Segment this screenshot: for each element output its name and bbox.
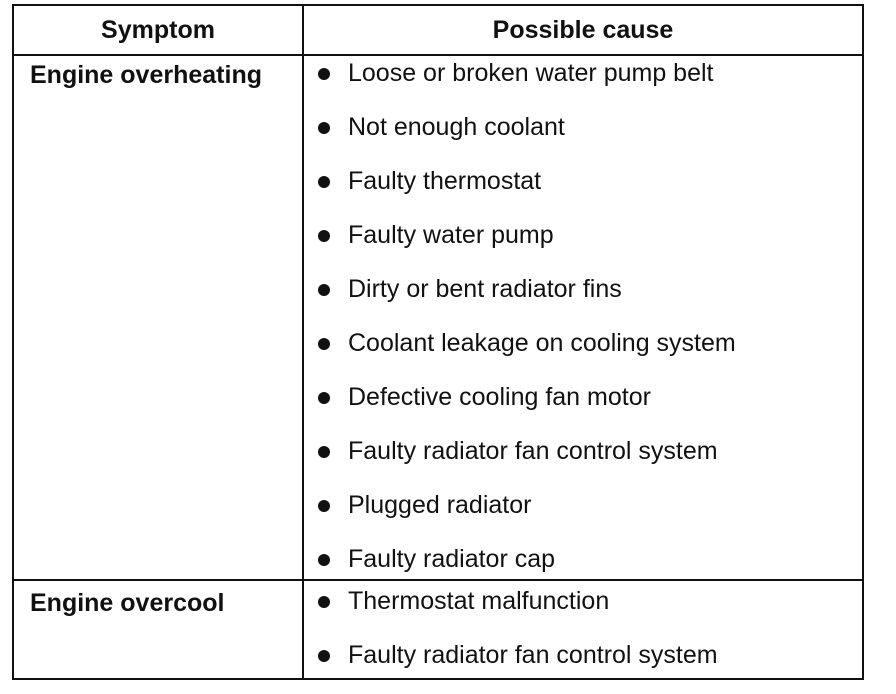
cause-item: Thermostat malfunction [318, 586, 718, 640]
cause-text: Faulty radiator fan control system [348, 641, 718, 669]
cause-item: Plugged radiator [318, 490, 736, 544]
cause-item: Faulty water pump [318, 220, 736, 274]
cause-list-overheating: Loose or broken water pump belt Not enou… [318, 58, 736, 598]
cause-text: Plugged radiator [348, 491, 532, 519]
bullet-icon [318, 68, 330, 80]
cause-item: Defective cooling fan motor [318, 382, 736, 436]
bullet-icon [318, 392, 330, 404]
cause-text: Thermostat malfunction [348, 587, 610, 615]
cause-text: Faulty radiator fan control system [348, 437, 718, 465]
cause-item: Faulty radiator fan control system [318, 436, 736, 490]
cause-text: Defective cooling fan motor [348, 383, 651, 411]
bullet-icon [318, 338, 330, 350]
cause-item: Coolant leakage on cooling system [318, 328, 736, 382]
cause-list-overcool: Thermostat malfunction Faulty radiator f… [318, 586, 718, 694]
bullet-icon [318, 176, 330, 188]
bullet-icon [318, 446, 330, 458]
header-divider [14, 54, 862, 56]
cause-text: Loose or broken water pump belt [348, 59, 714, 87]
bullet-icon [318, 500, 330, 512]
bullet-icon [318, 596, 330, 608]
row-divider [14, 579, 862, 581]
header-symptom: Symptom [101, 15, 215, 44]
cause-item: Faulty radiator fan control system [318, 640, 718, 694]
cause-item: Faulty thermostat [318, 166, 736, 220]
bullet-icon [318, 122, 330, 134]
bullet-icon [318, 230, 330, 242]
cause-text: Dirty or bent radiator fins [348, 275, 622, 303]
cause-text: Not enough coolant [348, 113, 565, 141]
cause-text: Coolant leakage on cooling system [348, 329, 736, 357]
bullet-icon [318, 650, 330, 662]
symptom-engine-overcool: Engine overcool [30, 589, 225, 617]
column-divider [302, 6, 304, 678]
cause-text: Faulty radiator cap [348, 545, 556, 573]
cause-item: Not enough coolant [318, 112, 736, 166]
bullet-icon [318, 554, 330, 566]
header-possible-cause: Possible cause [492, 15, 674, 44]
bullet-icon [318, 284, 330, 296]
cause-text: Faulty water pump [348, 221, 554, 249]
symptom-engine-overheating: Engine overheating [30, 61, 262, 89]
cause-item: Faulty radiator cap [318, 544, 736, 598]
troubleshooting-table: Symptom Possible cause Engine overheatin… [12, 4, 864, 680]
cause-text: Faulty thermostat [348, 167, 542, 195]
cause-item: Loose or broken water pump belt [318, 58, 736, 112]
cause-item: Dirty or bent radiator fins [318, 274, 736, 328]
